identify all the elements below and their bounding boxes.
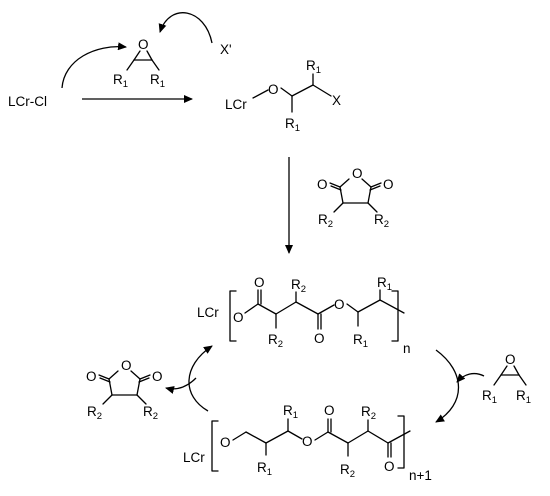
lcr-label: LCr [225, 97, 247, 112]
r2-label: R [268, 332, 278, 347]
anhydride-oxygen: O [121, 358, 132, 373]
ester-oxygen: O [302, 434, 313, 449]
r1-label: R [516, 388, 526, 403]
carbonyl-oxygen: O [254, 275, 265, 290]
svg-text:R1: R1 [113, 72, 128, 90]
x-group-label: X [332, 93, 341, 108]
repeat-count-n: n [403, 341, 411, 356]
anhydride-top: O O O R2 R2 [317, 166, 394, 230]
epoxide-oxygen: O [505, 352, 516, 367]
r1-label: R [377, 275, 387, 290]
r1-label: R [113, 72, 123, 87]
svg-text:R2: R2 [87, 404, 102, 422]
r1-label: R [150, 72, 160, 87]
svg-text:R2: R2 [374, 212, 389, 230]
epoxide-top: O R1 R1 [113, 37, 165, 90]
r2-label: R [318, 212, 328, 227]
carbonyl-oxygen: O [324, 403, 335, 418]
svg-text:R2: R2 [318, 212, 333, 230]
epoxide-insertion-arrow [456, 372, 485, 383]
anhydride-left: O O O R2 R2 [86, 358, 163, 422]
r2-label: R [87, 404, 97, 419]
repeat-count-n-plus-1: n+1 [409, 468, 432, 483]
svg-text:R1: R1 [306, 58, 321, 76]
ring-opened-alkoxide: LCr O R1 R1 X [225, 58, 341, 134]
r1-label: R [353, 332, 363, 347]
polyester-chain-n: LCr O O R2 R2 O O R1 R1 n [197, 275, 411, 356]
carbonyl-oxygen: O [383, 177, 394, 192]
r2-label: R [340, 462, 350, 477]
carbonyl-oxygen: O [314, 331, 325, 346]
svg-text:R2: R2 [268, 332, 283, 350]
right-cycle-arrow [435, 349, 459, 423]
r2-label: R [143, 404, 153, 419]
svg-text:R1: R1 [257, 460, 272, 478]
svg-text:R1: R1 [516, 388, 531, 406]
svg-text:R2: R2 [143, 404, 158, 422]
carbonyl-oxygen: O [152, 369, 163, 384]
epoxide-oxygen: O [138, 37, 149, 52]
lcr-label: LCr [183, 450, 205, 465]
svg-text:R1: R1 [150, 72, 165, 90]
svg-text:R2: R2 [340, 462, 355, 480]
r1-label: R [285, 116, 295, 131]
coordination-arrow [61, 42, 127, 89]
alkoxide-oxygen: O [268, 82, 279, 97]
anhydride-oxygen: O [352, 166, 363, 181]
carbonyl-oxygen: O [317, 177, 328, 192]
nucleophile-label: X' [220, 42, 232, 57]
r2-label: R [291, 277, 301, 292]
carbonyl-oxygen: O [384, 459, 395, 474]
nucleophile-attack-arrow [158, 12, 213, 44]
epoxide-right: O R1 R1 [482, 352, 531, 406]
svg-text:R1: R1 [377, 275, 392, 293]
r2-label: R [374, 212, 384, 227]
r1-label: R [482, 388, 492, 403]
svg-text:R2: R2 [361, 404, 376, 422]
r2-label: R [361, 404, 371, 419]
svg-text:R1: R1 [353, 332, 368, 350]
left-cycle-arrow [188, 345, 213, 412]
catalyst-label: LCr-Cl [8, 94, 47, 109]
r1-label: R [306, 58, 316, 73]
r1-label: R [283, 403, 293, 418]
svg-text:R1: R1 [285, 116, 300, 134]
anhydride-insertion-arrow [165, 377, 197, 394]
ester-oxygen: O [334, 297, 345, 312]
r1-label: R [257, 460, 267, 475]
svg-text:R2: R2 [291, 277, 306, 295]
polyester-chain-n-plus-1: LCr O R1 R1 O O R2 R2 O n+1 [183, 403, 432, 483]
lcr-label: LCr [197, 305, 219, 320]
svg-text:R1: R1 [482, 388, 497, 406]
ester-oxygen: O [233, 310, 244, 325]
svg-text:R1: R1 [283, 403, 298, 421]
carbonyl-oxygen: O [86, 369, 97, 384]
ether-oxygen: O [220, 435, 231, 450]
